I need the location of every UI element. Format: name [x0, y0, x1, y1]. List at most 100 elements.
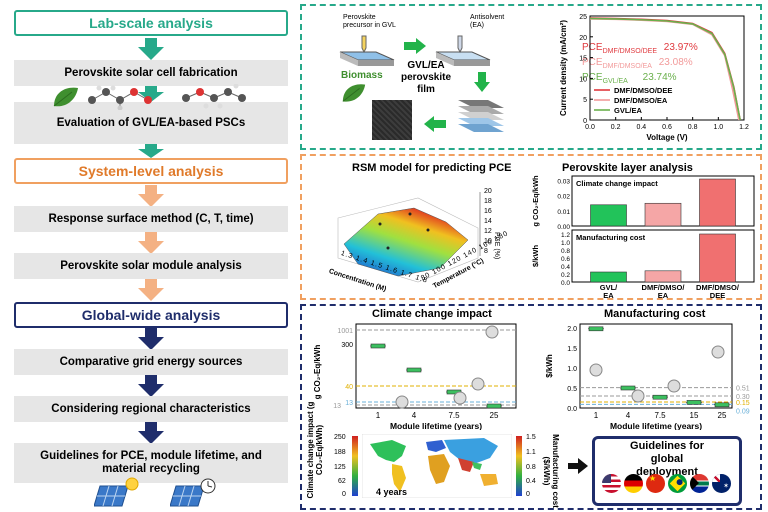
jv-legend-label: DMF/DMSO/DEE [614, 86, 672, 95]
rsm-z-tick-18: 18 [484, 198, 492, 205]
manuf-box [714, 402, 730, 408]
manuf-x-tick-label: 7.5 [654, 411, 666, 420]
manuf-y-tick-label: 1.5 [567, 346, 577, 353]
step-fabrication: Perovskite solar cell fabrication [14, 60, 288, 86]
step-evaluation: Evaluation of GVL/EA-based PSCs [14, 102, 288, 144]
climate-y-tick-label: 300 [341, 342, 353, 349]
climate-box [370, 343, 386, 349]
global-wide-panel [300, 304, 762, 510]
precursor-label: Perovskite precursor in GVL [343, 14, 396, 29]
factory-icon [589, 363, 603, 377]
layer-y-tick-label: 0.6 [561, 256, 570, 263]
layer-y-tick-label: 0.01 [557, 209, 570, 216]
global-manuf-frame [579, 323, 733, 409]
down-arrow-icon [138, 86, 164, 102]
map-left-tick: 250 [334, 434, 346, 441]
layer-bar [699, 233, 736, 283]
down-arrow-icon [138, 279, 164, 301]
layer-category-label: DEE [710, 291, 725, 298]
step-grid: Comparative grid energy sources [14, 349, 288, 375]
down-arrow-icon [138, 144, 164, 158]
manuf-x-tick-label: 4 [626, 411, 631, 420]
climate-x-label: Module lifetime (years) [390, 421, 482, 430]
manuf-ref-label: 0.09 [736, 408, 750, 415]
climate-box [406, 367, 422, 373]
map-right-label: Manufacturing cost ($/kWh) [542, 434, 560, 508]
layer-y-tick-label: 0.02 [557, 194, 570, 201]
global-climate-title: Climate change impact [372, 308, 492, 320]
rsm-z-tick-14: 14 [484, 218, 492, 225]
jv-y-tick-label: 25 [579, 14, 587, 21]
map-right-tick: 1.1 [526, 449, 536, 456]
step-rsm: Response surface method (C, T, time) [14, 206, 288, 232]
usa-flag-icon [602, 474, 621, 493]
jv-y-tick-label: 0 [583, 118, 587, 125]
manuf-box [652, 394, 668, 400]
solar-panel-clock-icon [170, 478, 216, 507]
system-level-panel [300, 154, 762, 300]
layer-y-unit: g CO₂-Eq/kWh [531, 175, 540, 227]
rsm-surface-plot [337, 192, 481, 283]
layer-bar [644, 202, 682, 227]
rsm-z-tick-10: 10 [484, 238, 492, 245]
right-arrow-icon [568, 458, 588, 474]
down-arrow-icon [138, 422, 164, 444]
layer-y-unit: $/kWh [531, 245, 540, 268]
jv-x-tick-label: 0.8 [688, 124, 698, 131]
layer-stack-diagram [458, 100, 504, 132]
manuf-x-label: Module lifetime (years) [610, 421, 702, 430]
climate-x-tick-label: 4 [412, 411, 417, 420]
down-arrow-icon [474, 72, 490, 92]
rsm-z-tick-8: 8 [484, 248, 488, 255]
perovskite-film-image [372, 100, 412, 140]
layer-y-tick-label: 0.2 [561, 272, 570, 279]
layer-panel-label: Manufacturing cost [576, 233, 646, 242]
leaf-icon [342, 84, 366, 102]
film-label: GVL/EA perovskite film [400, 60, 452, 95]
jv-x-tick-label: 0.0 [585, 124, 595, 131]
layer-analysis-title: Perovskite layer analysis [562, 162, 693, 174]
wind-icon [453, 391, 467, 405]
map-left-tick: 125 [334, 464, 346, 471]
layer-category-label: GVL/ [600, 283, 618, 292]
manuf-y-tick-label: 1.0 [567, 366, 577, 373]
manuf-y-tick-label: 0.5 [567, 386, 577, 393]
layer-category-label: DMF/DMSO/ [696, 283, 740, 292]
jv-x-tick-label: 0.6 [662, 124, 672, 131]
layer-y-tick-label: 1.0 [561, 240, 570, 247]
pce-label-dee: PCEDMF/DMSO/DEE 23.97% [582, 42, 698, 55]
map-right-tick: 0.4 [526, 478, 536, 485]
climate-x-tick-label: 1 [376, 411, 381, 420]
climate-ref-label: 13 [345, 400, 353, 407]
map-right-tick: 0.8 [526, 464, 536, 471]
factory-icon [395, 395, 409, 409]
global-manuf-title: Manufacturing cost [604, 308, 706, 320]
wind-icon [631, 389, 645, 403]
jv-x-label: Voltage (V) [646, 133, 688, 142]
layer-y-tick-label: 0.8 [561, 248, 570, 255]
down-arrow-icon [138, 185, 164, 207]
global-climate-frame [355, 323, 517, 409]
map-right-tick: 0 [526, 491, 530, 498]
layer-y-tick-label: 0.4 [561, 264, 570, 271]
manuf-ref-label: 0.30 [736, 394, 750, 401]
jv-x-tick-label: 1.0 [713, 124, 723, 131]
lab-scale-header: Lab-scale analysis [14, 10, 288, 36]
jv-x-tick-label: 1.2 [739, 124, 749, 131]
manuf-x-tick-label: 15 [690, 411, 699, 420]
antisolvent-label: Antisolvent (EA) [470, 14, 505, 29]
lab-scale-panel [300, 4, 762, 150]
climate-y-tick-label: 1001 [337, 328, 353, 335]
rsm-z-tick-12: 12 [484, 228, 492, 235]
world-map [362, 434, 512, 498]
map-left-colorbar [352, 436, 358, 496]
right-arrow-icon [404, 38, 426, 54]
climate-ref-label: 13 [333, 403, 341, 410]
manuf-box [588, 326, 604, 332]
layer-y-tick-label: 0.03 [557, 179, 570, 186]
germany-flag-icon [624, 474, 643, 493]
layer-bar [644, 270, 682, 283]
jv-y-tick-label: 15 [579, 56, 587, 63]
manuf-box [686, 400, 702, 405]
leaf-icon [53, 87, 78, 107]
